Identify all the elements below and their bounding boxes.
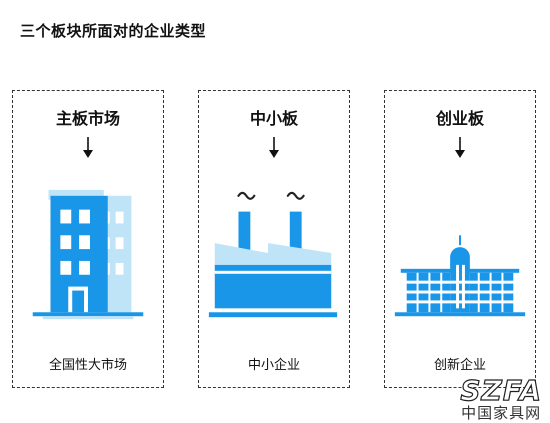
down-arrow-icon: [83, 137, 93, 158]
board-sme: 中小板 中小企业: [198, 90, 350, 388]
board-growth: 创业板 创新企业: [384, 90, 536, 388]
campus-building-icon: [394, 235, 526, 317]
board-caption: 中小企业: [247, 358, 300, 373]
watermark-logo: SZFA: [460, 374, 542, 407]
board-main: 主板市场 全国性大市场: [12, 90, 164, 388]
watermark: SZFA 中国家具网: [460, 374, 542, 422]
board-caption: 全国性大市场: [48, 358, 127, 373]
factory-icon: [208, 191, 338, 318]
board-heading: 创业板: [435, 109, 484, 128]
board-heading: 主板市场: [55, 109, 120, 128]
down-arrow-icon: [455, 137, 465, 158]
watermark-text: 中国家具网: [461, 404, 542, 422]
board-caption: 创新企业: [433, 358, 486, 373]
page-title: 三个板块所面对的企业类型: [20, 22, 207, 40]
office-building-icon: [32, 189, 144, 320]
board-heading: 中小板: [249, 109, 298, 128]
down-arrow-icon: [269, 137, 279, 158]
